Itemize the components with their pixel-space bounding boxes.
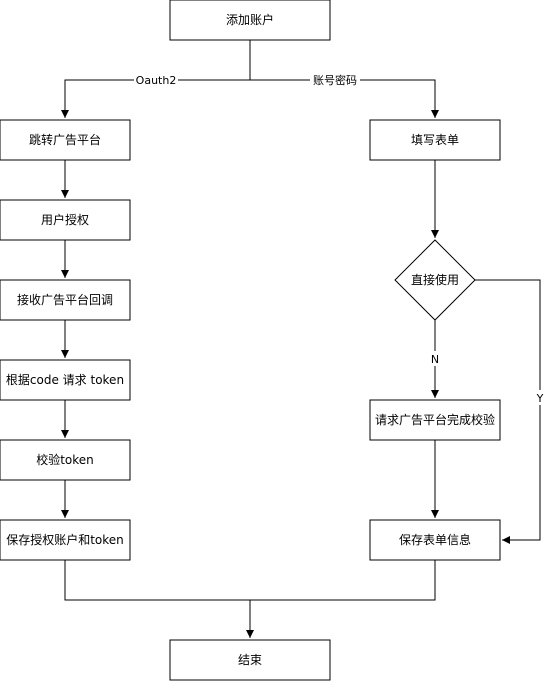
svg-text:填写表单: 填写表单 [411,133,459,147]
edge-decision-yes [475,279,541,544]
node-receive-callback: 接收广告平台回调 [0,279,131,321]
svg-text:跳转广告平台: 跳转广告平台 [29,132,101,147]
node-add-account: 添加账户 [169,0,331,41]
edge-oauth2-branch [61,79,250,118]
svg-text:添加账户: 添加账户 [226,12,274,27]
edge-left-merge [64,560,250,601]
node-user-authorize: 用户授权 [0,199,131,241]
svg-text:用户授权: 用户授权 [41,212,89,227]
svg-text:接收广告平台回调: 接收广告平台回调 [17,292,113,307]
svg-text:Y: Y [536,392,544,405]
svg-text:请求广告平台完成校验: 请求广告平台完成校验 [375,412,495,427]
node-verify-token: 校验token [0,439,131,481]
node-direct-use-decision: 直接使用 [394,239,476,321]
svg-text:校验token: 校验token [36,452,94,467]
edge-label-oauth2: Oauth2 [134,72,178,87]
edge-label-yes: Y [533,390,547,405]
node-jump-ad-platform: 跳转广告平台 [0,119,131,161]
node-request-token: 根据code 请求 token [0,359,131,401]
svg-text:保存授权账户和token: 保存授权账户和token [6,532,124,547]
node-fill-form: 填写表单 [369,119,501,161]
edge-right-merge [250,560,436,601]
svg-text:Oauth2: Oauth2 [136,74,177,87]
node-end: 结束 [169,639,331,681]
svg-text:N: N [431,353,439,366]
svg-text:直接使用: 直接使用 [411,272,459,287]
edge-label-account-password: 账号密码 [310,72,360,87]
node-save-account-token: 保存授权账户和token [0,519,131,561]
svg-text:根据code 请求 token: 根据code 请求 token [6,373,124,387]
svg-text:结束: 结束 [238,653,262,667]
node-save-form: 保存表单信息 [369,519,501,561]
node-request-verify: 请求广告平台完成校验 [369,399,501,441]
svg-text:保存表单信息: 保存表单信息 [399,532,471,547]
svg-text:账号密码: 账号密码 [313,73,357,87]
edge-label-no: N [428,351,442,366]
